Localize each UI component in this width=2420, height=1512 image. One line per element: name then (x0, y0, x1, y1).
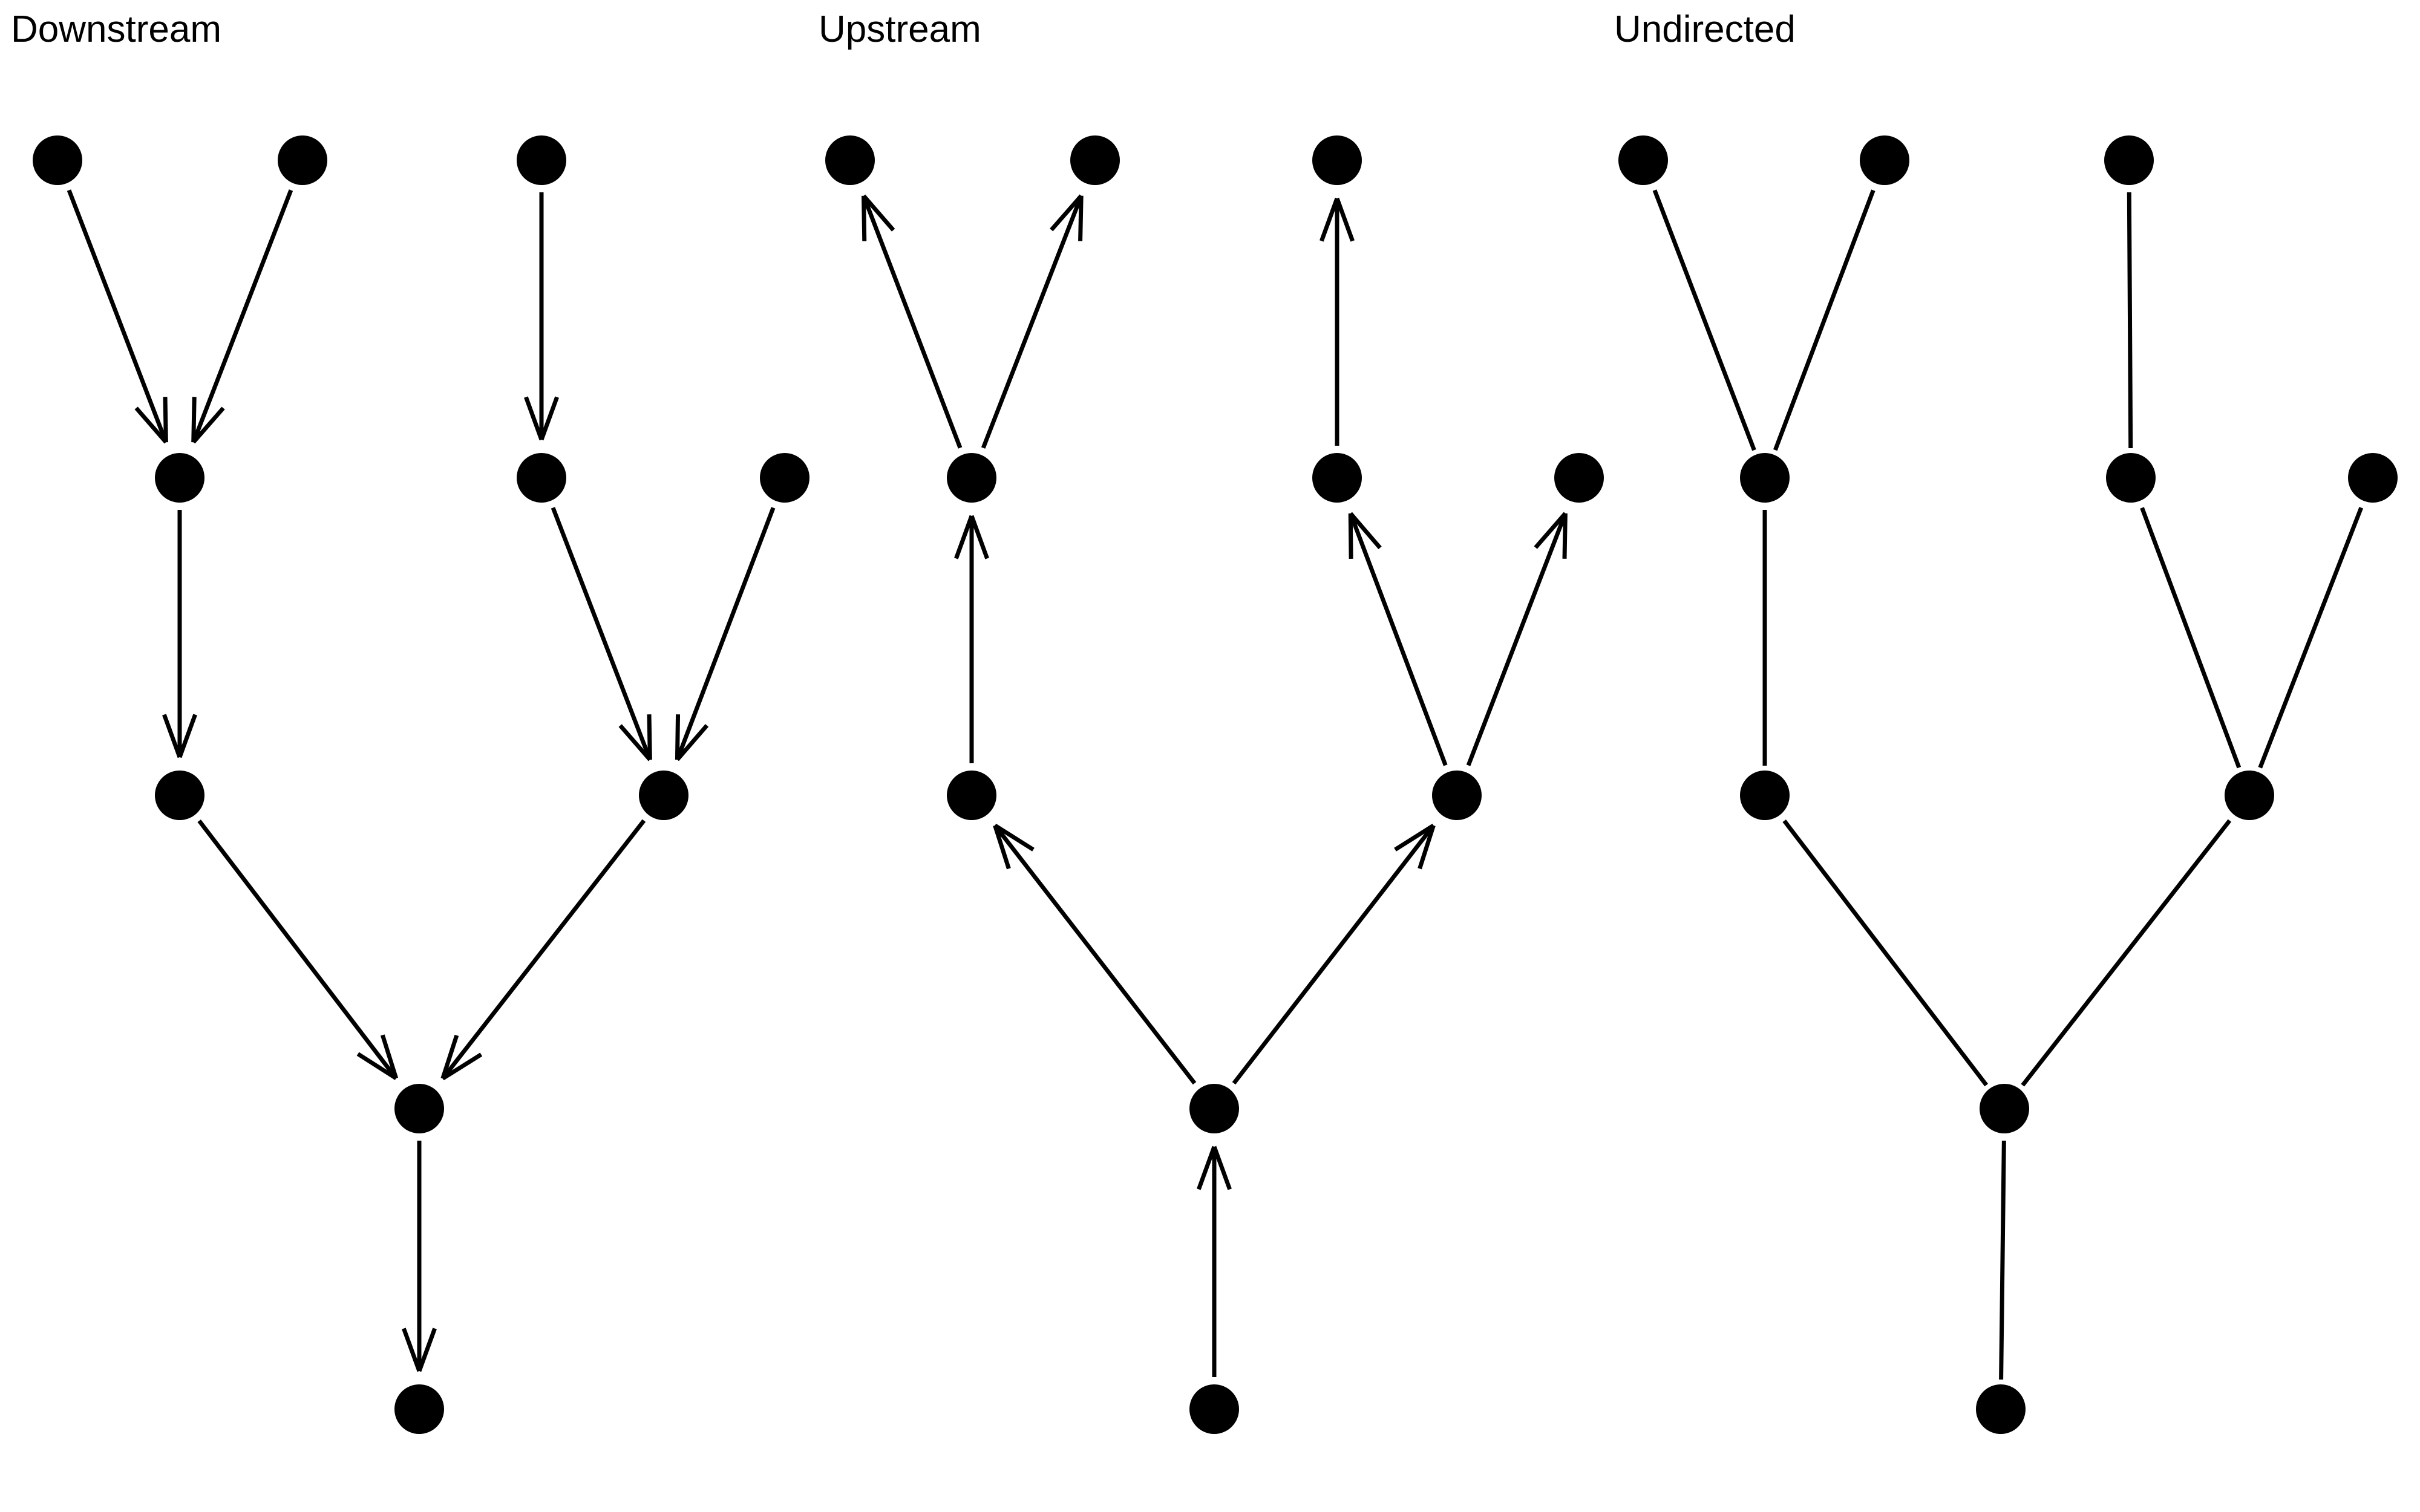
edge-undirected (1652, 189, 1756, 451)
graph-node[interactable] (1618, 135, 1668, 185)
arrow-head (675, 714, 681, 760)
edge-undirected (2140, 507, 2242, 769)
graph-node[interactable] (517, 135, 566, 185)
graph-node[interactable] (2225, 771, 2274, 820)
arrow-head (163, 397, 168, 443)
arrow-head (177, 714, 197, 758)
arrow-head (1335, 197, 1355, 242)
graph-node[interactable] (1189, 1084, 1239, 1133)
edge-directed (551, 507, 652, 761)
graph-node[interactable] (155, 453, 204, 503)
graph-node[interactable] (1070, 135, 1120, 185)
graph-node[interactable] (394, 1384, 444, 1434)
arrow-head (417, 1328, 437, 1372)
graph-node[interactable] (1980, 1084, 2029, 1133)
panel-title-downstream: Downstream (11, 8, 221, 50)
edge-directed (197, 819, 398, 1080)
arrow-head (1418, 824, 1436, 870)
edge-directed (1232, 824, 1436, 1085)
edge-directed (981, 195, 1084, 449)
graph-node[interactable] (1740, 771, 1790, 820)
arrow-head (993, 823, 1035, 852)
arrow-head (862, 195, 867, 241)
arrow-head (954, 515, 974, 559)
edge-directed (993, 824, 1197, 1085)
nodes-layer (33, 135, 2398, 1434)
panel-title-upstream: Upstream (819, 8, 981, 50)
graph-node[interactable] (394, 1084, 444, 1133)
graph-node[interactable] (33, 135, 82, 185)
arrow-head (134, 406, 168, 444)
edge-undirected (2021, 819, 2232, 1087)
arrow-head (192, 406, 225, 444)
arrow-head (618, 724, 652, 761)
arrow-head (380, 1034, 399, 1079)
arrow-head (441, 1052, 483, 1081)
graph-node[interactable] (1312, 453, 1362, 503)
arrow-head (1534, 512, 1568, 549)
edge-directed (191, 189, 293, 443)
panel-title-undirected: Undirected (1614, 8, 1796, 50)
edge-undirected (2127, 192, 2133, 449)
graph-node[interactable] (155, 771, 204, 820)
arrow-head (1197, 1145, 1217, 1190)
arrow-head (993, 824, 1011, 870)
arrow-head (1050, 194, 1083, 232)
arrow-head (862, 194, 895, 232)
arrow-head (1320, 197, 1339, 242)
edges-layer (67, 189, 2364, 1380)
graph-node[interactable] (2106, 453, 2156, 503)
graph-node[interactable] (947, 771, 996, 820)
edge-directed (440, 819, 646, 1080)
graph-node[interactable] (1860, 135, 1909, 185)
arrow-head (1349, 512, 1382, 550)
graph-node[interactable] (1976, 1384, 2026, 1434)
edge-directed (1466, 512, 1568, 766)
edge-directed (67, 189, 168, 443)
graph-node[interactable] (1554, 453, 1604, 503)
arrow-head (1212, 1145, 1232, 1190)
arrow-head (1394, 823, 1435, 852)
edge-undirected (2258, 507, 2364, 769)
graph-node[interactable] (760, 453, 809, 503)
arrow-head (675, 724, 709, 761)
graph-node[interactable] (1312, 135, 1362, 185)
arrow-head (647, 714, 652, 760)
graph-node[interactable] (825, 135, 875, 185)
arrow-head (539, 396, 559, 441)
graph-node[interactable] (1432, 771, 1482, 820)
edge-directed (1348, 512, 1448, 766)
graph-node[interactable] (639, 771, 688, 820)
graph-node[interactable] (2104, 135, 2154, 185)
arrow-head (969, 515, 989, 559)
edge-undirected (1999, 1140, 2006, 1380)
arrow-head (1078, 195, 1084, 241)
arrow-head (524, 396, 544, 441)
edge-undirected (1773, 189, 1876, 451)
graph-node[interactable] (2348, 453, 2398, 503)
graph-node[interactable] (947, 453, 996, 503)
graph-node[interactable] (278, 135, 327, 185)
graph-node[interactable] (1740, 453, 1790, 503)
arrow-head (1348, 513, 1353, 559)
arrow-head (162, 714, 182, 758)
graph-node[interactable] (517, 453, 566, 503)
arrow-head (440, 1034, 459, 1080)
arrow-head (402, 1328, 422, 1372)
graph-node[interactable] (1189, 1384, 1239, 1434)
edge-directed (862, 195, 963, 449)
edge-undirected (1782, 819, 1989, 1087)
edge-directed (675, 507, 776, 761)
arrow-head (356, 1052, 397, 1080)
